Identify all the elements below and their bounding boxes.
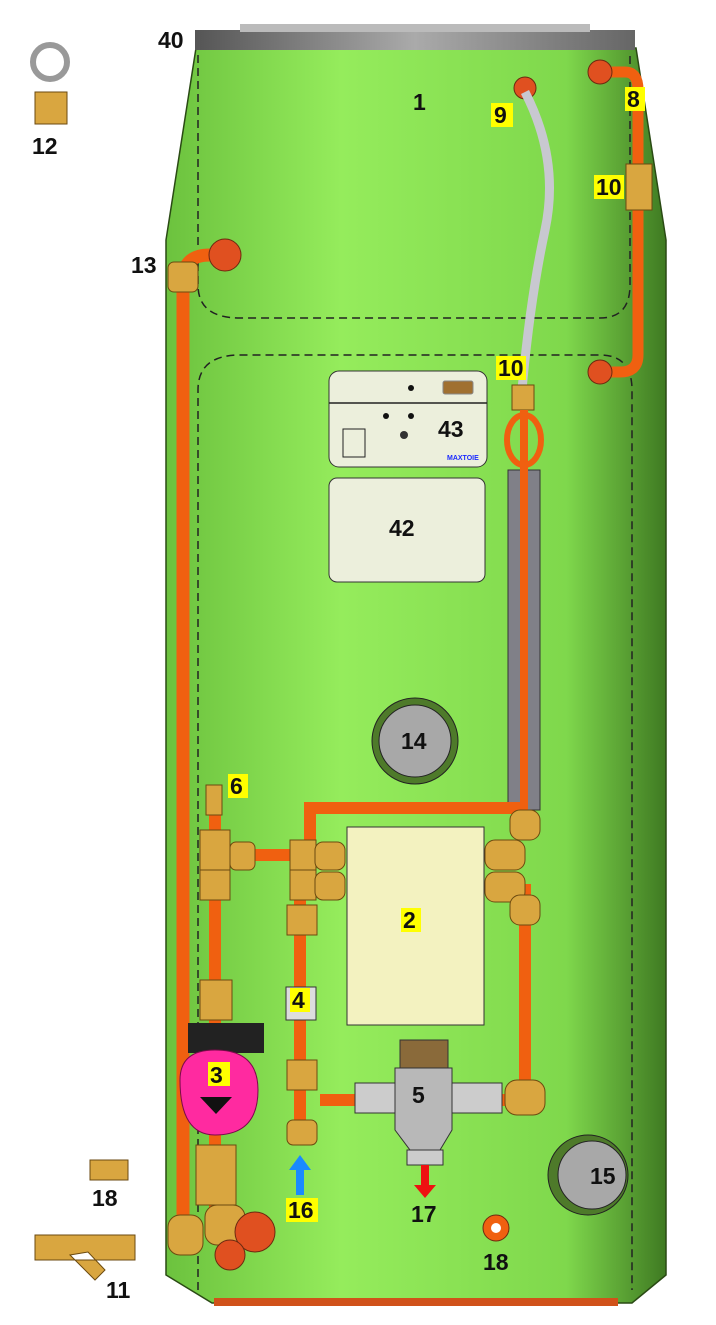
strainer-11 [34, 1234, 136, 1281]
label-3: 3 [210, 1062, 223, 1088]
label-9: 9 [494, 102, 507, 128]
thermostatic-mixing-valve-5 [394, 1067, 453, 1151]
arrow-down-red-icon [414, 1165, 436, 1198]
boss-bottom [214, 1239, 246, 1271]
label-4: 4 [292, 987, 305, 1013]
tmv-cap [399, 1039, 449, 1069]
panel-42 [328, 477, 486, 583]
label-43: 43 [438, 416, 464, 442]
label-18-loose: 18 [92, 1185, 118, 1211]
label-15: 15 [590, 1163, 616, 1189]
top-cap [195, 30, 635, 50]
controller-panel-43 [328, 370, 488, 468]
label-5: 5 [412, 1082, 425, 1108]
pump-3 [179, 1049, 259, 1136]
drain-cock-18 [89, 1159, 129, 1181]
label-11: 11 [106, 1277, 131, 1303]
boss-lower-left [234, 1211, 276, 1253]
pipe-8 [600, 66, 644, 378]
elbow-13 [167, 261, 199, 293]
label-18-boss: 18 [483, 1249, 509, 1275]
isolation-valve-10 [625, 163, 653, 211]
washer-icon [30, 42, 70, 82]
base-ring [214, 1298, 618, 1306]
brand-text: MAXTOIE [447, 455, 479, 462]
label-13: 13 [131, 252, 157, 278]
boss-13 [208, 238, 242, 272]
label-16: 16 [288, 1197, 314, 1223]
label-10-right: 10 [596, 174, 622, 200]
brass-fittings [167, 784, 546, 1256]
dashed-line-upper [197, 55, 631, 319]
label-1: 1 [413, 89, 426, 115]
valve-10-upper [511, 384, 535, 411]
dashed-line-lower [197, 354, 633, 1290]
label-2: 2 [403, 907, 416, 933]
label-10-upper: 10 [498, 355, 524, 381]
pump-direction-icon [200, 1097, 232, 1114]
flexible-hose-9 [517, 89, 554, 391]
boss-8 [587, 59, 613, 85]
tmv-outlet [406, 1149, 444, 1166]
label-17: 17 [411, 1201, 437, 1227]
label-14: 14 [401, 728, 427, 754]
display-window [442, 380, 474, 395]
arrow-up-blue-icon [289, 1155, 311, 1195]
dial-icon[interactable] [400, 431, 408, 439]
boss-8-lower [587, 359, 613, 385]
label-40: 40 [158, 27, 184, 53]
tmv-inlet-right [451, 1082, 503, 1114]
tmv-inlet-left [354, 1082, 396, 1114]
label-12: 12 [32, 133, 58, 159]
switch-icon[interactable] [342, 428, 366, 458]
label-8: 8 [627, 86, 640, 112]
label-6: 6 [230, 773, 243, 799]
highlighted-labels: 9 8 10 10 6 2 4 3 16 [208, 86, 645, 1223]
label-42: 42 [389, 515, 415, 541]
tank-connector-icon [34, 91, 68, 125]
pump-controller [188, 1023, 264, 1053]
top-cap-rim [240, 24, 590, 32]
